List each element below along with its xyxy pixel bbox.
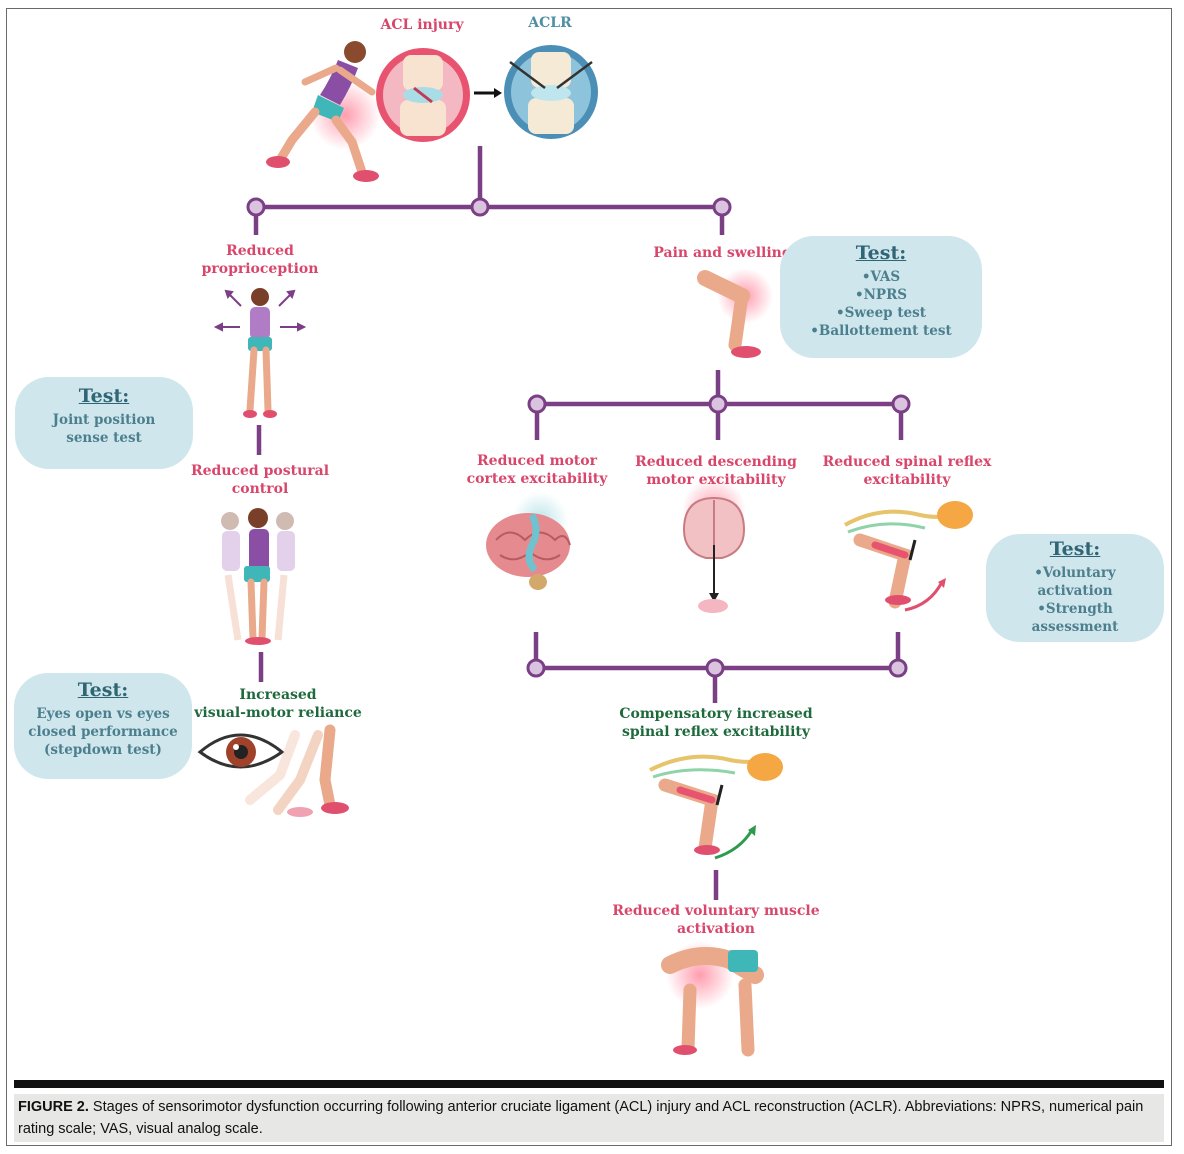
caption-text: Stages of sensorimotor dysfunction occur… [18, 1099, 1144, 1137]
leg-muscle-illustration [661, 941, 764, 1057]
figure-caption: FIGURE 2. Stages of sensorimotor dysfunc… [14, 1094, 1164, 1142]
brain-icon [486, 492, 571, 590]
test-box-proprioception: Test: Joint position sense test [15, 377, 193, 469]
knee-reconstruction-icon [504, 45, 598, 139]
label-aclr: ACLR [528, 15, 572, 31]
knee-pain-illustration [697, 268, 773, 358]
brain-section-icon [682, 478, 746, 613]
test-box-pain: Test: •VAS •NPRS •Sweep test •Ballotteme… [780, 236, 982, 358]
label-acl-injury: ACL injury [380, 17, 464, 33]
postural-sway-illustration [221, 508, 295, 645]
eye-icon [197, 733, 285, 769]
knee-injury-icon [376, 48, 470, 142]
runner-illustration [266, 41, 380, 182]
test-box-voluntary: Test: •Voluntary activation •Strength as… [986, 534, 1164, 642]
legs-stepdown-illustration [245, 724, 349, 817]
spinal-reflex-illustration [844, 501, 973, 612]
spinal-reflex-illustration-compensatory [649, 753, 783, 860]
caption-divider [14, 1080, 1164, 1088]
caption-label: FIGURE 2. [18, 1099, 89, 1115]
person-balance-illustration [213, 288, 307, 418]
label-pain-swelling: Pain and swelling [653, 245, 792, 261]
connector-nodes [246, 197, 911, 678]
test-box-visual: Test: Eyes open vs eyes closed performan… [14, 673, 192, 779]
figure-frame [6, 8, 1172, 1146]
